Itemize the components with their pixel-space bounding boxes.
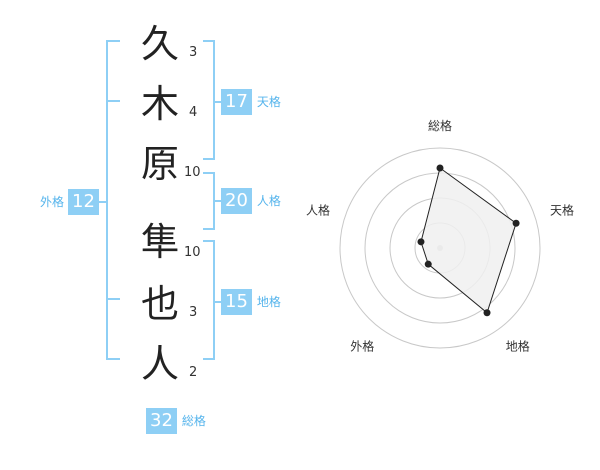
radar-grid-ring-4 (339, 147, 541, 349)
name-char-3: 原 (140, 142, 179, 186)
radar-point-1 (436, 164, 444, 172)
name-char-4: 隼 (140, 220, 179, 264)
soukaku-group: 32 総格 (146, 408, 206, 434)
radar-data-polygon (420, 167, 517, 314)
gaikaku-label: 外格 (40, 195, 65, 209)
tenkaku-group: 17 天格 (221, 89, 281, 115)
name-char-5: 也 (140, 282, 179, 326)
stroke-count-3: 10 (184, 165, 201, 180)
stroke-count-2: 4 (189, 105, 198, 120)
radar-point-2 (512, 219, 520, 227)
jinkaku-label: 人格 (256, 194, 281, 208)
chikaku-value: 15 (221, 289, 252, 315)
radar-axis-label-4: 外格 (350, 339, 374, 354)
name-char-6: 人 (140, 342, 179, 386)
tenkaku-value: 17 (221, 89, 252, 115)
jinkaku-group: 20 人格 (221, 188, 281, 214)
stroke-count-4: 10 (184, 245, 201, 260)
radar-axis-label-3: 地格 (506, 339, 530, 354)
name-char-2: 木 (140, 82, 179, 126)
stroke-count-1: 3 (189, 45, 198, 60)
name-char-1: 久 (140, 22, 179, 66)
chikaku-group: 15 地格 (221, 289, 281, 315)
chikaku-label: 地格 (256, 295, 281, 309)
radar-point-4 (424, 260, 432, 268)
tenkaku-label: 天格 (256, 95, 281, 109)
radar-point-5 (417, 238, 425, 246)
soukaku-value: 32 (146, 408, 177, 434)
jinkaku-value: 20 (221, 188, 252, 214)
radar-axis-label-1: 総格 (428, 118, 452, 133)
stroke-count-6: 2 (189, 365, 198, 380)
stroke-count-5: 3 (189, 305, 198, 320)
radar-point-3 (483, 309, 491, 317)
radar-axis-label-5: 人格 (306, 202, 330, 217)
gaikaku-group: 外格 12 (40, 189, 99, 215)
radar-axis-label-2: 天格 (550, 202, 574, 217)
soukaku-label: 総格 (181, 414, 206, 428)
gaikaku-value: 12 (68, 189, 99, 215)
